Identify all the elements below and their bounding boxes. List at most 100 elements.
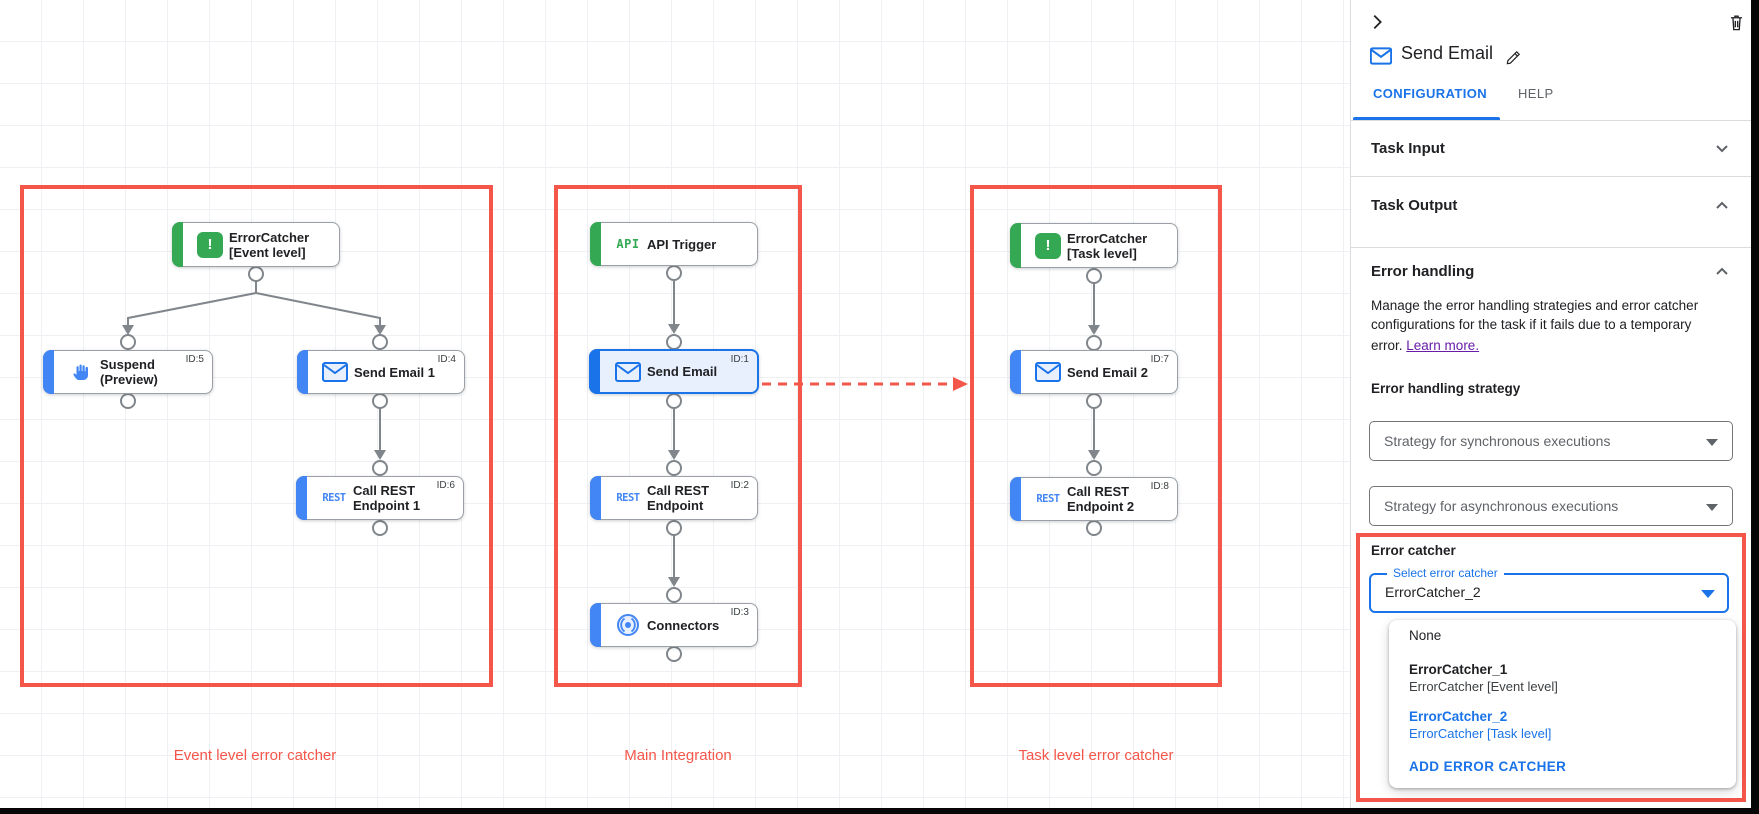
window-right-edge	[1751, 0, 1759, 814]
chevron-down-icon[interactable]	[1711, 138, 1733, 160]
node-title: ErrorCatcher	[1067, 230, 1148, 246]
task-mail-icon	[1369, 44, 1393, 68]
section-error-handling[interactable]: Error handling	[1371, 263, 1475, 280]
node-subtitle: [Event level]	[229, 244, 306, 260]
section-task-output[interactable]: Task Output	[1371, 197, 1458, 214]
menu-option-errorcatcher-2[interactable]: ErrorCatcher_2	[1409, 709, 1508, 724]
select-error-catcher[interactable]: Select error catcher ErrorCatcher_2	[1369, 566, 1729, 613]
annotation-box-error-catcher-panel: Error catcher Select error catcher Error…	[1356, 533, 1746, 802]
node-accent-bar	[1010, 223, 1021, 268]
error-catcher-label: Error catcher	[1371, 543, 1456, 558]
node-title: Call REST	[353, 483, 416, 498]
annotation-box-task-level	[970, 185, 1222, 687]
node-accent-bar	[297, 350, 308, 394]
node-title: Send Email 2	[1067, 364, 1148, 380]
node-send-email-selected[interactable]: Send Email ID:1	[589, 349, 759, 394]
sync-strategy-select[interactable]: Strategy for synchronous executions	[1369, 421, 1733, 461]
menu-option-errorcatcher-2-subtitle[interactable]: ErrorCatcher [Task level]	[1409, 726, 1552, 741]
rest-icon: REST	[616, 492, 640, 504]
node-title: ErrorCatcher	[229, 229, 310, 245]
sync-strategy-placeholder: Strategy for synchronous executions	[1384, 433, 1611, 449]
integration-canvas[interactable]: Event level error catcher Main Integrati…	[0, 0, 1350, 814]
node-accent-bar	[1010, 350, 1021, 394]
node-connectors[interactable]: Connectors ID:3	[590, 603, 758, 647]
node-errorcatcher-task-level[interactable]: ! ErrorCatcher [Task level]	[1010, 223, 1178, 268]
error-catcher-icon: !	[1029, 232, 1067, 259]
node-send-email-2[interactable]: Send Email 2 ID:7	[1010, 350, 1178, 394]
window-bottom-edge	[0, 808, 1759, 814]
hand-icon	[62, 362, 100, 382]
annotation-label-event-level: Event level error catcher	[173, 747, 337, 764]
node-subtitle: Endpoint	[647, 498, 704, 513]
async-strategy-select[interactable]: Strategy for asynchronous executions	[1369, 486, 1733, 526]
chevron-up-icon[interactable]	[1711, 195, 1733, 217]
node-subtitle: [Task level]	[1067, 245, 1137, 261]
panel-title: Send Email	[1401, 43, 1494, 63]
select-error-catcher-floating-label: Select error catcher	[1387, 566, 1504, 580]
strategy-label: Error handling strategy	[1371, 381, 1521, 396]
node-title: API Trigger	[647, 236, 717, 252]
chevron-up-icon[interactable]	[1711, 261, 1733, 283]
error-catcher-dropdown-menu: None ErrorCatcher_1 ErrorCatcher [Event …	[1389, 620, 1736, 788]
description-text: Manage the error handling strategies and…	[1371, 298, 1699, 353]
annotation-box-main-integration	[554, 185, 802, 687]
node-id-badge: ID:3	[730, 607, 749, 618]
node-subtitle: (Preview)	[100, 372, 158, 387]
divider	[1351, 120, 1752, 121]
api-icon: API	[616, 237, 640, 251]
node-id-badge: ID:4	[437, 354, 456, 365]
select-error-catcher-value: ErrorCatcher_2	[1385, 584, 1481, 600]
add-error-catcher-button[interactable]: ADD ERROR CATCHER	[1409, 759, 1567, 774]
dropdown-caret-icon	[1701, 590, 1715, 598]
node-errorcatcher-event-level[interactable]: ! ErrorCatcher [Event level]	[172, 222, 340, 267]
annotation-label-main-integration: Main Integration	[624, 747, 732, 764]
edit-title-pencil-icon[interactable]	[1501, 45, 1525, 69]
annotation-box-event-level	[20, 185, 493, 687]
rest-icon: REST	[322, 492, 346, 504]
dropdown-caret-icon	[1706, 504, 1718, 511]
node-id-badge: ID:7	[1150, 354, 1169, 365]
node-id-badge: ID:2	[730, 480, 749, 491]
node-api-trigger[interactable]: API API Trigger	[590, 222, 758, 266]
divider	[1351, 176, 1752, 177]
node-accent-bar	[43, 350, 54, 394]
connectors-icon	[609, 613, 647, 637]
mail-icon	[609, 361, 647, 382]
menu-option-errorcatcher-1[interactable]: ErrorCatcher_1	[1409, 662, 1508, 677]
node-accent-bar	[590, 476, 601, 520]
node-subtitle: Endpoint 1	[353, 498, 421, 513]
mail-icon	[1029, 362, 1067, 382]
error-handling-description: Manage the error handling strategies and…	[1371, 296, 1719, 355]
node-title: Suspend	[100, 357, 155, 372]
tab-configuration[interactable]: CONFIGURATION	[1373, 86, 1488, 101]
learn-more-link[interactable]: Learn more.	[1406, 338, 1480, 353]
tab-help[interactable]: HELP	[1518, 86, 1554, 101]
node-title: Call REST	[647, 483, 710, 498]
error-catcher-icon: !	[191, 231, 229, 258]
async-strategy-placeholder: Strategy for asynchronous executions	[1384, 498, 1619, 514]
menu-option-none[interactable]: None	[1409, 628, 1442, 643]
node-id-badge: ID:5	[185, 354, 204, 365]
delete-task-button[interactable]	[1724, 10, 1748, 34]
menu-option-errorcatcher-1-subtitle[interactable]: ErrorCatcher [Event level]	[1409, 679, 1558, 694]
section-task-input[interactable]: Task Input	[1371, 140, 1445, 157]
node-accent-bar	[1010, 477, 1021, 521]
node-title: Send Email	[647, 364, 718, 379]
divider	[1351, 247, 1752, 248]
collapse-panel-button[interactable]	[1365, 10, 1389, 34]
node-send-email-1[interactable]: Send Email 1 ID:4	[297, 350, 465, 394]
node-call-rest-endpoint-1[interactable]: REST Call REST Endpoint 1 ID:6	[296, 476, 464, 520]
node-id-badge: ID:1	[730, 354, 749, 365]
node-call-rest-endpoint[interactable]: REST Call REST Endpoint ID:2	[590, 476, 758, 520]
rest-icon: REST	[1036, 493, 1060, 505]
node-suspend[interactable]: Suspend (Preview) ID:5	[43, 350, 213, 394]
dropdown-caret-icon	[1706, 439, 1718, 446]
node-subtitle: Endpoint 2	[1067, 499, 1135, 514]
node-id-badge: ID:8	[1150, 481, 1169, 492]
task-config-panel: Send Email CONFIGURATION HELP Task Input…	[1350, 0, 1752, 814]
node-id-badge: ID:6	[436, 480, 455, 491]
node-title: Call REST	[1067, 484, 1130, 499]
mail-icon	[316, 362, 354, 382]
node-accent-bar	[296, 476, 307, 520]
node-call-rest-endpoint-2[interactable]: REST Call REST Endpoint 2 ID:8	[1010, 477, 1178, 521]
